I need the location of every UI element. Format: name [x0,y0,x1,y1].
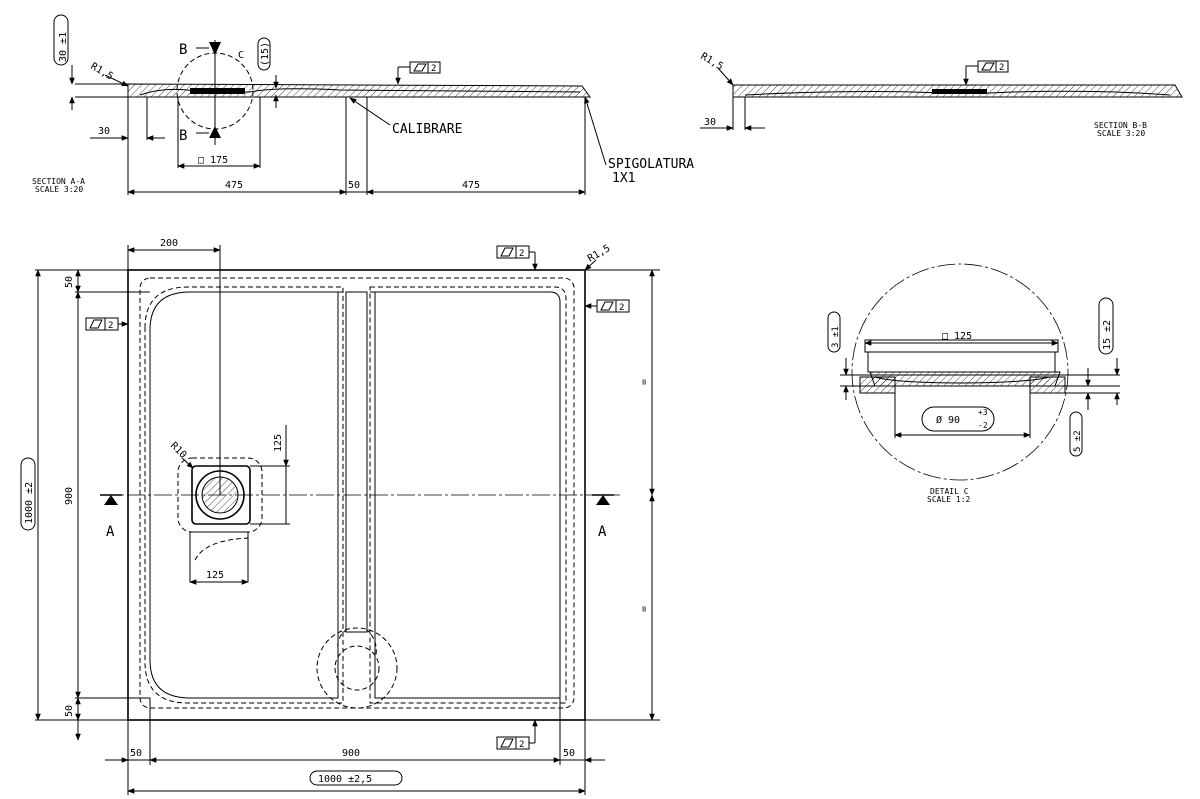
section-bb: 30 R1,5 2 SECTION B-B SCALE 3:20 [699,51,1183,138]
dim-900-vertical: 900 [64,487,75,505]
dim-200: 200 [160,238,178,249]
detail-c: □ 125 Ø 90 +3 -2 3 ±1 15 ±2 5 ±2 DETAIL … [827,263,1120,504]
dim-30-bb: 30 [704,117,716,128]
flatness-symbol-right: 2 [584,299,630,313]
svg-text:2: 2 [108,321,113,331]
detail-dim-5: 5 ±2 [1073,430,1083,452]
section-b-label-bottom: B [179,128,187,144]
equal-mark-top: = [639,379,650,385]
basin-left [149,291,339,699]
flatness-symbol-bottom: 2 [496,719,538,750]
spigolatura-note-2: 1X1 [612,171,635,186]
diameter-90: Ø 90 [936,414,960,426]
dim-50-center: 50 [348,180,360,191]
detail-c-title: DETAIL C [930,487,969,496]
plan-view: 200 R1,5 2 2 2 [20,238,660,795]
dim-30-aa: 30 [98,126,110,137]
section-aa-scale: SCALE 3:20 [35,185,83,194]
section-bb-scale: SCALE 3:20 [1097,129,1145,138]
basin-right [374,291,561,699]
svg-text:A: A [598,524,607,540]
flatness-symbol-left: 2 [85,317,129,331]
section-aa-title: SECTION A-A [32,177,85,186]
dim-50-left: 50 [130,748,142,759]
svg-text:A: A [106,524,115,540]
detail-dim-15: 15 ±2 [1102,320,1113,350]
section-aa: B B C 30 ±1 R1,5 (15) 2 30 □ 175 [32,14,694,195]
section-b-label-top: B [179,42,187,58]
svg-text:2: 2 [519,740,524,750]
section-bb-title: SECTION B-B [1094,121,1147,130]
depth-15-dim: (15) [260,42,271,66]
detail-c-label: C [238,50,244,61]
detail-c-boundary [851,263,1069,481]
spigolatura-note: SPIGOLATURA [608,157,694,172]
dim-125-horizontal: 125 [206,570,224,581]
equal-mark-bottom: = [639,606,650,612]
section-marker-a-right: A [592,494,614,540]
svg-text:2: 2 [619,303,624,313]
dim-50-top: 50 [64,276,75,288]
thickness-dim: 30 ±1 [58,32,69,62]
dim-475-left: 475 [225,180,243,191]
dim-1000-vertical: 1000 ±2 [24,482,35,524]
dim-50-bottom: 50 [64,705,75,717]
calibrare-note: CALIBRARE [392,122,462,137]
flatness-symbol-bb: 2 [963,60,1009,86]
dim-900-horizontal: 900 [342,748,360,759]
diameter-tol-plus: +3 [978,408,988,417]
radius-label-aa: R1,5 [89,61,115,83]
dim-50-right: 50 [563,748,575,759]
diameter-tol-minus: -2 [978,421,988,430]
radius-label-bb: R1,5 [699,51,725,73]
channel-end-circle [316,627,398,709]
section-marker-a-left: A [100,494,122,540]
flatness-symbol-aa: 2 [395,61,441,85]
detail-square-125: □ 125 [942,331,972,342]
flatness-symbol-top: 2 [496,245,538,271]
detail-c-scale: SCALE 1:2 [927,495,971,504]
svg-text:2: 2 [519,249,524,259]
dim-475-right: 475 [462,180,480,191]
radius-10-label: R10 [168,440,189,461]
drain-section [190,88,245,94]
svg-text:2: 2 [999,63,1004,73]
dim-1000-horizontal: 1000 ±2,5 [318,774,372,785]
drain-section-bb [932,89,987,94]
detail-dim-3: 3 ±1 [831,326,841,348]
radius-label-plan: R1,5 [586,243,612,265]
svg-text:2: 2 [431,64,436,74]
dim-125-vertical: 125 [273,434,284,452]
square-175-dim: □ 175 [198,155,228,166]
